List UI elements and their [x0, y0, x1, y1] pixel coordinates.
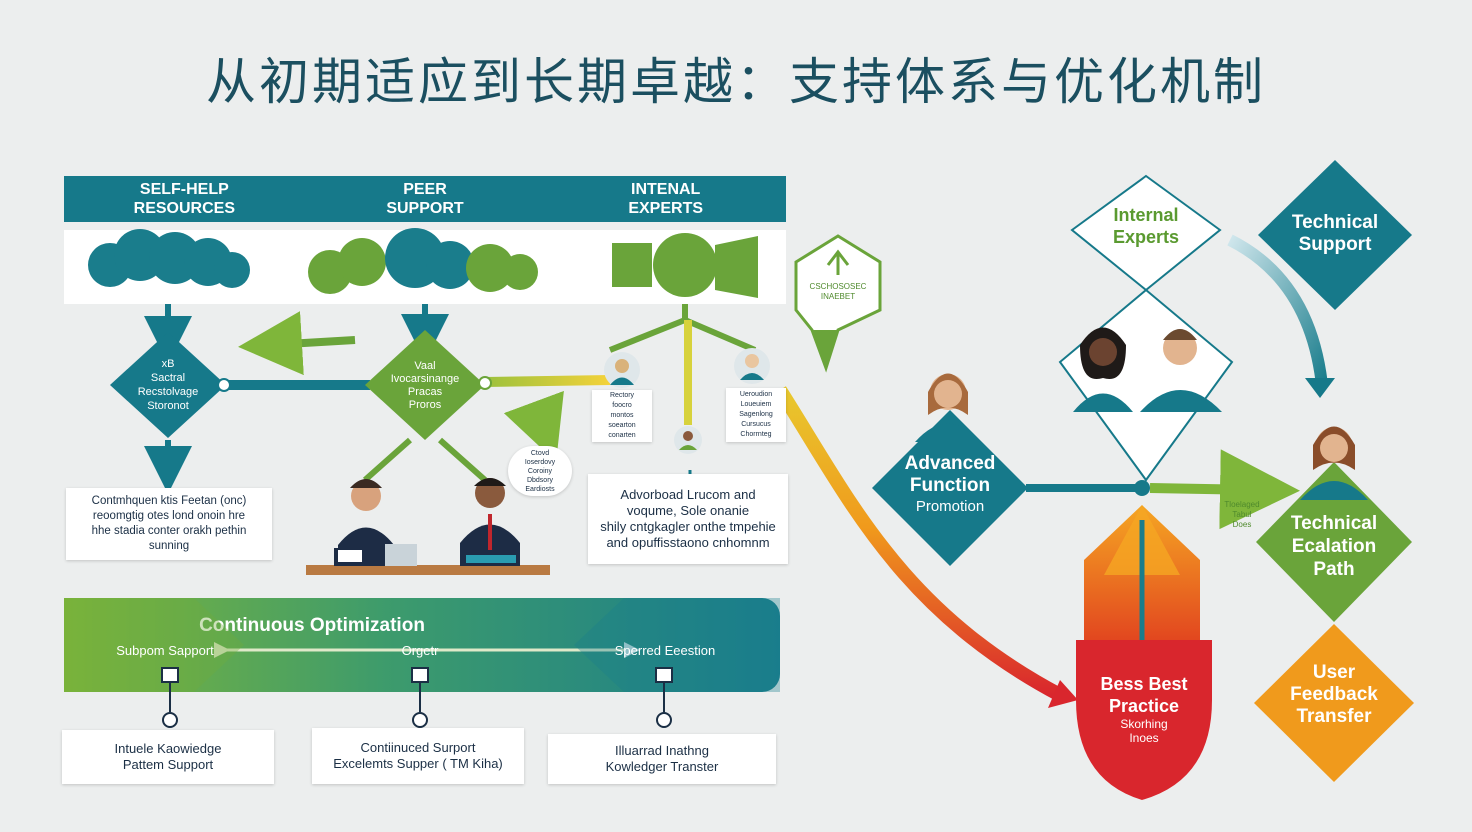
- continuous-optimization-title: Continuous Optimization: [199, 615, 425, 636]
- technical-escalation-diamond-shape: [1256, 462, 1412, 622]
- self-help-diamond-shape: [110, 332, 226, 438]
- column-self-help: SELF-HELP RESOURCES: [133, 181, 236, 217]
- person-illustration: [915, 373, 981, 442]
- peer-diamond-label: Vaal Ivocarsinange Pracas Proros: [390, 360, 460, 411]
- bottom-box-continued-support: Contiinuced Surport Excelemts Supper ( T…: [312, 728, 524, 784]
- bottom-box-knowledge-pattern: Intuele Kaowiedge Pattem Support: [62, 730, 274, 784]
- user-feedback-label: User Feedback Transfer: [1290, 662, 1378, 727]
- best-practice-label: Bess Best Practice: [1100, 674, 1188, 716]
- experts-people-diamond-shape: [1058, 288, 1234, 482]
- meeting-people-illustration: [306, 478, 550, 575]
- optimization-label-escalation: Sperred Eeestion: [614, 643, 716, 658]
- side-note-label: Tloelaged Tabul Does: [1224, 500, 1260, 529]
- shield-badge-label: CSCHOSOSEC INAEBET: [809, 282, 867, 301]
- bottom-connectors: [161, 667, 673, 728]
- experts-people-illustration: [1073, 327, 1222, 412]
- advanced-function-label: Advanced Function: [904, 453, 996, 496]
- expert-card-left: Rectory foocro montos soearton conarten: [592, 390, 652, 442]
- continuous-support-box: Contmhquen ktis Feetan (onc) reoomgtig o…: [66, 488, 272, 560]
- column-internal-experts: INTENAL EXPERTS: [628, 181, 704, 217]
- expert-card-right: Ueroudion Loueuiem Sagenlong Cursucus Ch…: [726, 388, 786, 442]
- expert-card-middle: Ctovd Ioserdovy Coroiny Dbdsory Eardiost…: [508, 446, 572, 496]
- tree-icon: [88, 229, 250, 288]
- optimization-label-organize: Orgetr: [401, 643, 439, 658]
- optimization-label-support: Subpom Sapport: [116, 643, 214, 658]
- node-icon: [217, 378, 231, 392]
- best-practice-sublabel: Skorhing Inoes: [1120, 717, 1168, 745]
- support-tiers-header: SELF-HELP RESOURCES PEER SUPPORT INTENAL…: [64, 176, 786, 222]
- peer-diamond-shape: [365, 330, 485, 440]
- optimization-arrows: [64, 598, 780, 692]
- advanced-function-box: Advorboad Lrucom and voqume, Sole onanie…: [588, 474, 788, 564]
- node-icon: [478, 376, 492, 390]
- tree-icon: [308, 228, 538, 294]
- shield-badge: [794, 234, 882, 373]
- bottom-box-knowledge-transfer: Illuarrad Inathng Kowledger Transter: [548, 734, 776, 784]
- user-feedback-diamond-shape: [1254, 624, 1414, 782]
- advanced-function-diamond-shape: [872, 410, 1028, 566]
- column-peer-support: PEER SUPPORT: [386, 181, 464, 217]
- self-help-diamond-label: xB Sactral Recstolvage Storonot: [137, 358, 199, 412]
- person-avatar-icon: [604, 352, 640, 388]
- person-illustration: [1300, 426, 1368, 500]
- technical-escalation-label: Technical Ecalation Path: [1290, 512, 1378, 580]
- best-practice-tower: [1076, 505, 1212, 800]
- person-avatar-icon: [734, 348, 770, 384]
- internal-experts-label: Internal Experts: [1112, 205, 1180, 247]
- page-title: 从初期适应到长期卓越：支持体系与优化机制: [206, 53, 1266, 111]
- node-icon: [1134, 480, 1150, 496]
- person-avatar-icon: [674, 426, 702, 454]
- technical-support-diamond-shape: [1258, 160, 1412, 310]
- advanced-function-sublabel: Promotion: [915, 497, 985, 515]
- technical-support-label: Technical Support: [1291, 212, 1379, 255]
- tree-icon: [612, 233, 758, 298]
